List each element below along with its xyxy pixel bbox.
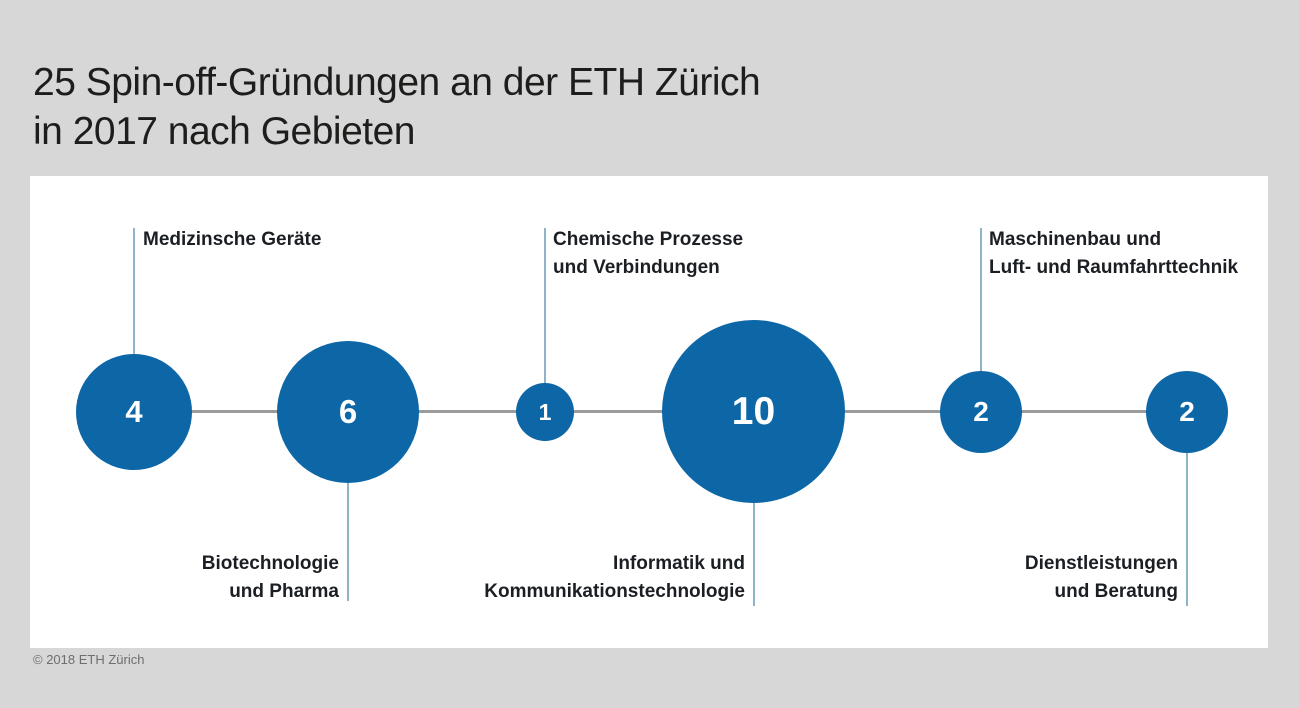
bubble-medizinsche-geraete: 4 bbox=[76, 354, 192, 470]
bubble-biotechnologie-pharma: 6 bbox=[277, 341, 419, 483]
bubble-value: 4 bbox=[125, 394, 143, 429]
bubble-informatik-kommunikation: 10 bbox=[662, 320, 845, 503]
category-label-chemische-prozesse: Chemische Prozesse und Verbindungen bbox=[553, 226, 743, 282]
page-title: 25 Spin-off-Gründungen an der ETH Zürich… bbox=[33, 58, 761, 156]
bubble-chemische-prozesse: 1 bbox=[516, 383, 574, 441]
bubble-value: 1 bbox=[538, 398, 552, 425]
bubble-maschinenbau-luftfahrt: 2 bbox=[940, 371, 1022, 453]
label-line2: und Beratung bbox=[1054, 581, 1179, 602]
category-label-maschinenbau-luftfahrt: Maschinenbau und Luft- und Raumfahrttech… bbox=[989, 226, 1238, 282]
label-line2: Luft- und Raumfahrttechnik bbox=[989, 257, 1239, 278]
connector-line bbox=[134, 410, 1187, 413]
label-line-chemische-prozesse bbox=[544, 228, 546, 383]
label-line2: und Pharma bbox=[229, 581, 339, 602]
category-label-informatik-kommunikation: Informatik und Kommunikationstechnologie bbox=[484, 550, 745, 606]
label-line1: Biotechnologie bbox=[201, 553, 339, 574]
label-line1: Dienstleistungen bbox=[1024, 553, 1178, 574]
bubble-value: 6 bbox=[338, 393, 358, 430]
label-line2: und Verbindungen bbox=[553, 257, 720, 278]
category-label-biotechnologie-pharma: Biotechnologie und Pharma bbox=[202, 550, 339, 606]
label-line1: Informatik und bbox=[613, 553, 745, 574]
label-line1: Chemische Prozesse bbox=[553, 229, 744, 250]
label-line-informatik bbox=[753, 503, 755, 606]
label-line1: Maschinenbau und bbox=[989, 229, 1162, 250]
category-label-dienstleistungen-beratung: Dienstleistungen und Beratung bbox=[1025, 550, 1178, 606]
label-line2: Kommunikationstechnologie bbox=[484, 581, 745, 602]
label-line-medizinsche-geraete bbox=[133, 228, 135, 354]
bubble-value: 2 bbox=[1179, 396, 1195, 427]
bubble-value: 2 bbox=[973, 396, 989, 427]
label-line-maschinenbau bbox=[980, 228, 982, 371]
bubble-value: 10 bbox=[731, 389, 776, 433]
label-line1: Medizinsche Geräte bbox=[143, 229, 322, 250]
category-label-medizinsche-geraete: Medizinsche Geräte bbox=[143, 226, 321, 254]
copyright-notice: © 2018 ETH Zürich bbox=[33, 652, 145, 667]
label-line-dienstleistungen bbox=[1186, 453, 1188, 606]
bubble-dienstleistungen-beratung: 2 bbox=[1146, 371, 1228, 453]
page-title-line2: in 2017 nach Gebieten bbox=[33, 110, 415, 153]
label-line-biotechnologie bbox=[347, 483, 349, 601]
page-title-line1: 25 Spin-off-Gründungen an der ETH Zürich bbox=[33, 61, 761, 104]
